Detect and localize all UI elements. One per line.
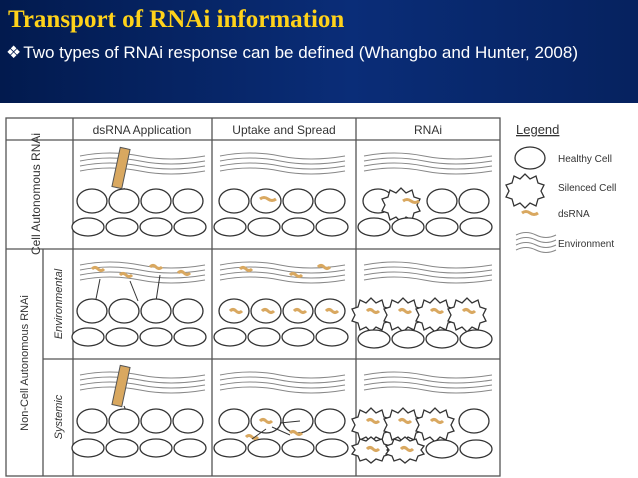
panel-environmental-rnai <box>351 261 493 349</box>
legend-label-environment: Environment <box>558 239 614 250</box>
column-header-uptake-and-spread: Uptake and Spread <box>232 123 335 137</box>
dsrna-icon <box>521 210 539 216</box>
injection-needle-icon <box>111 146 131 190</box>
legend-title: Legend <box>516 122 559 137</box>
row-label-non-cell-autonomous: Non-Cell Autonomous RNAi <box>19 295 31 431</box>
slide-header: Transport of RNAi information ❖Two types… <box>0 0 638 103</box>
column-header-rnai: RNAi <box>414 123 442 137</box>
legend-label-silenced-cell: Silenced Cell <box>558 183 616 194</box>
silenced-cell-icon <box>505 173 545 209</box>
injection-needle-icon <box>111 364 131 408</box>
panel-environmental-application <box>71 261 207 347</box>
diamond-bullet-icon: ❖ <box>6 43 22 62</box>
panel-systemic-application <box>71 364 207 458</box>
rnai-diagram: dsRNA Application Uptake and Spread RNAi… <box>5 117 616 477</box>
legend-label-dsrna: dsRNA <box>558 209 590 220</box>
panel-systemic-uptake <box>213 371 349 458</box>
panel-environmental-uptake <box>213 261 349 347</box>
panel-cell-autonomous-uptake <box>213 152 349 237</box>
legend-label-healthy-cell: Healthy Cell <box>558 154 612 165</box>
panel-cell-autonomous-rnai <box>357 152 493 237</box>
legend: Legend Healthy Cell Silenced Cell dsRNA … <box>505 122 616 253</box>
bullet-text: Two types of RNAi response can be define… <box>23 43 578 62</box>
row-label-systemic: Systemic <box>53 394 65 439</box>
slide-title: Transport of RNAi information <box>8 6 345 33</box>
panel-cell-autonomous-application <box>71 146 207 237</box>
bullet-point: ❖Two types of RNAi response can be defin… <box>6 41 616 65</box>
environment-lines-icon <box>515 232 557 253</box>
panel-systemic-rnai <box>350 371 493 464</box>
diagram-grid <box>5 117 501 477</box>
row-label-cell-autonomous: Cell Autonomous RNAi <box>29 133 43 255</box>
column-header-dsrna-application: dsRNA Application <box>93 123 192 137</box>
healthy-cell-icon <box>514 146 546 170</box>
row-label-environmental: Environmental <box>53 268 65 339</box>
